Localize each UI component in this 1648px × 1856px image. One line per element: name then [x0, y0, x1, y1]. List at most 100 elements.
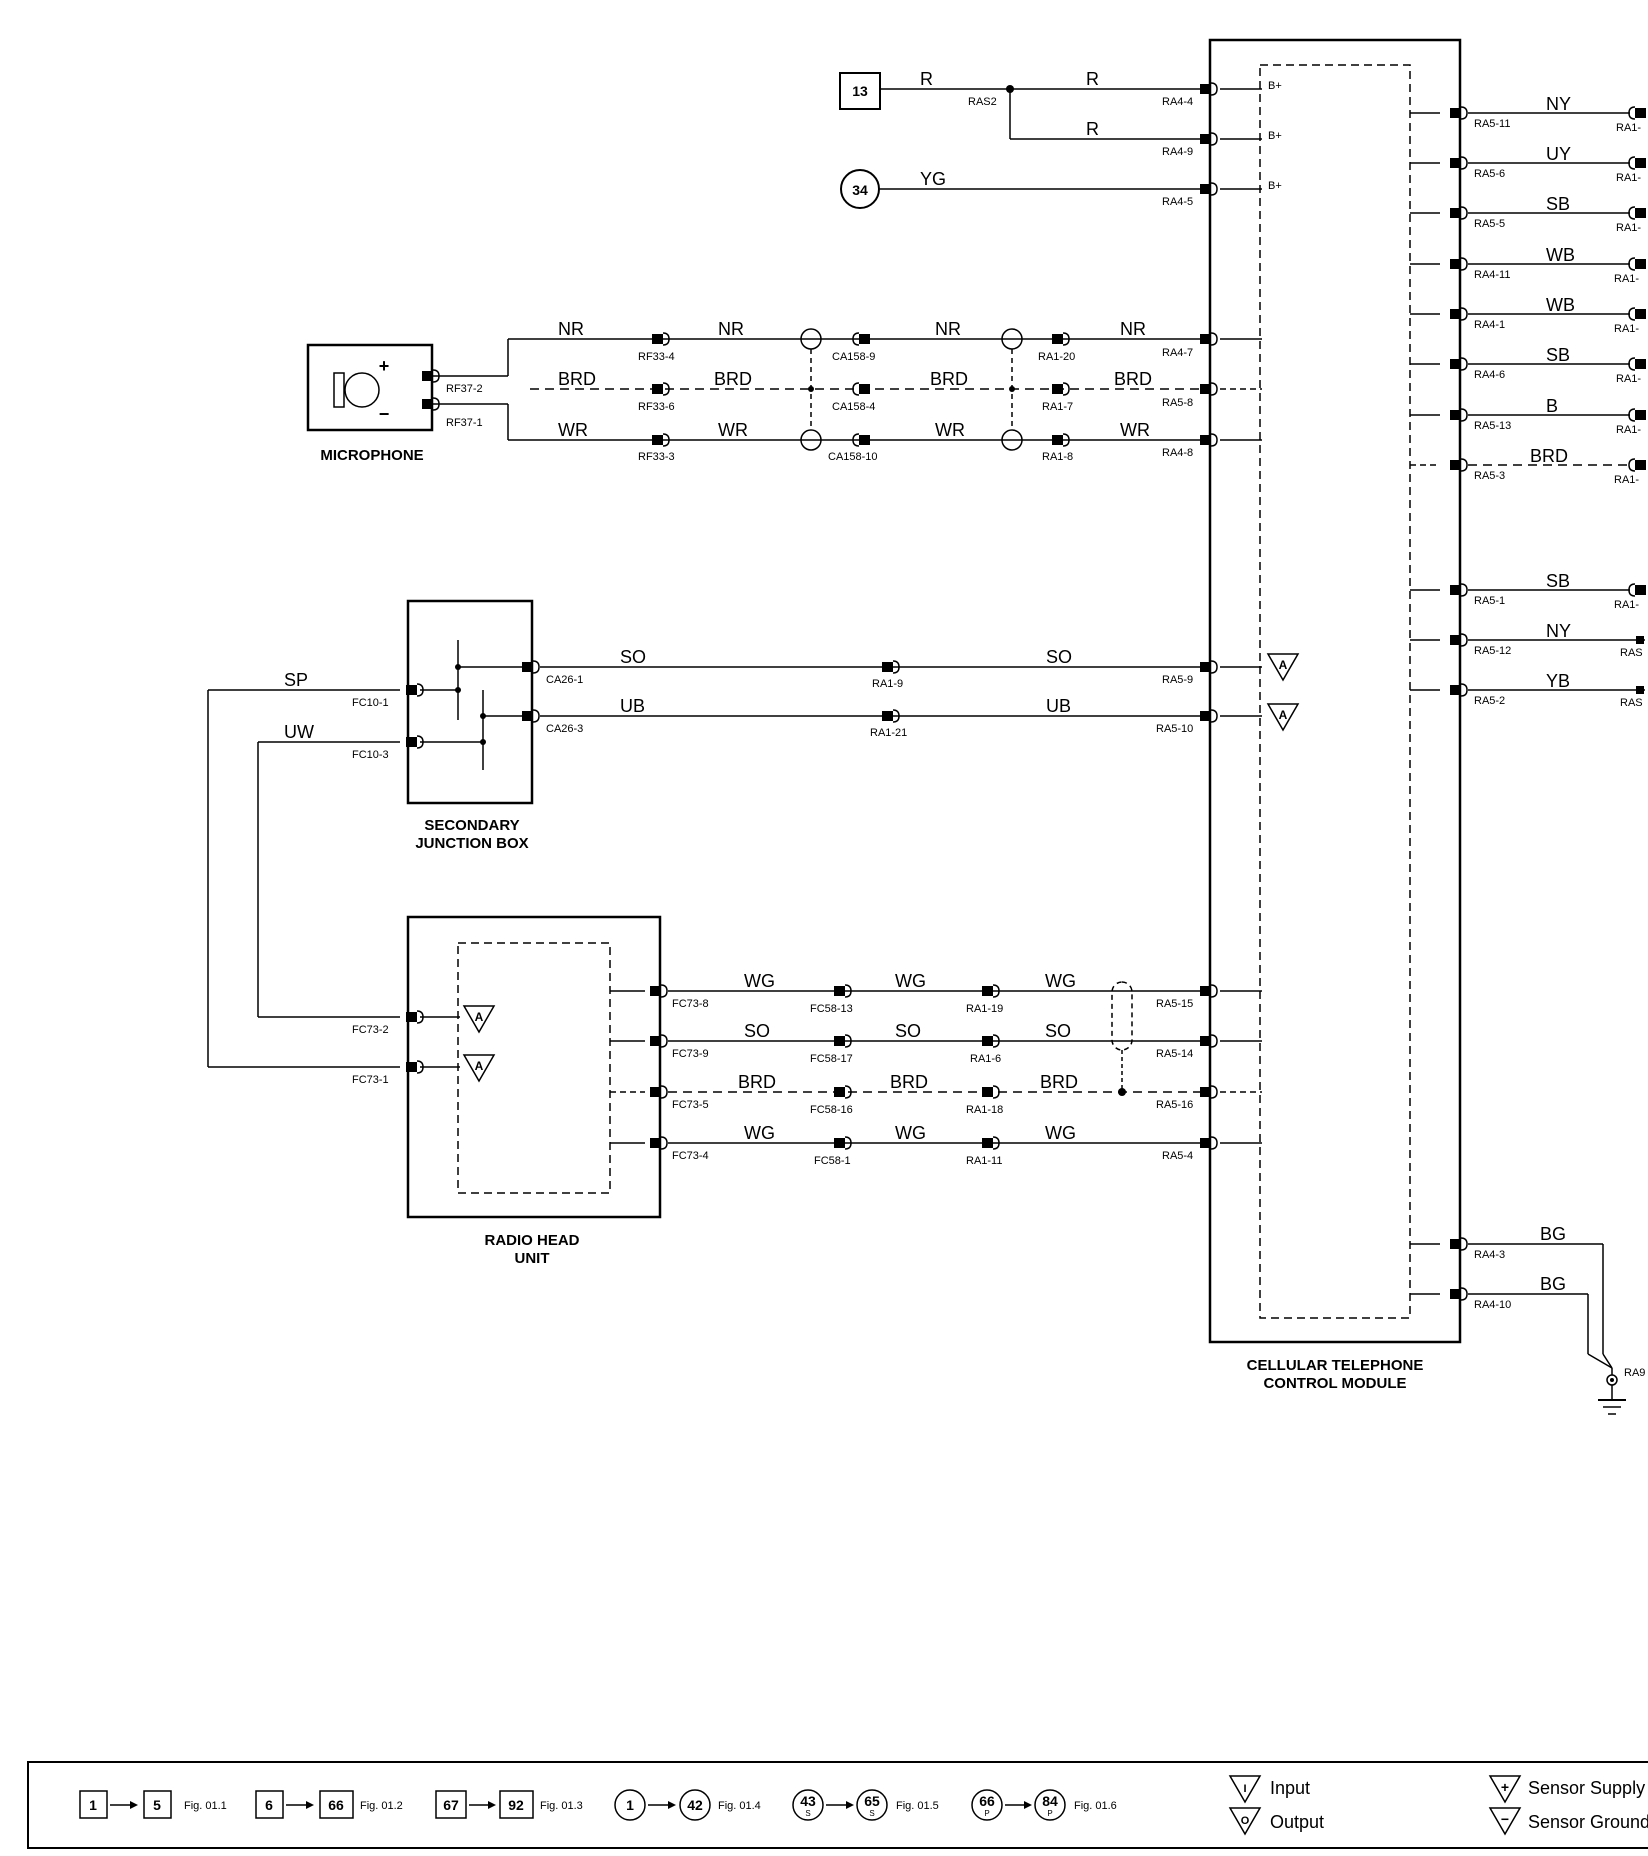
- pin-label: FC73-9: [672, 1048, 709, 1060]
- wire-label: BRD: [930, 369, 968, 389]
- minus-sign: −: [379, 404, 390, 424]
- legend-num: 66: [328, 1797, 344, 1813]
- legend-frame: [27, 1761, 1648, 1849]
- pin-label: CA158-4: [832, 401, 875, 413]
- wire-label: SP: [284, 670, 308, 690]
- wire-label: WG: [1045, 1123, 1076, 1143]
- pin-label: RA5-5: [1474, 218, 1505, 230]
- legend-fig: Fig. 01.6: [1074, 1800, 1117, 1812]
- pin-label: RA1-: [1616, 122, 1641, 134]
- wire-label: SB: [1546, 571, 1570, 591]
- wire-label: WR: [935, 420, 965, 440]
- wire-label: UY: [1546, 144, 1571, 164]
- pin-label: RF33-4: [638, 351, 675, 363]
- input-marker: A: [1279, 708, 1288, 722]
- pin-label: RA4-8: [1162, 447, 1193, 459]
- legend-num: 92: [508, 1797, 524, 1813]
- pin-label: RA5-8: [1162, 397, 1193, 409]
- rhu-label-2: UNIT: [515, 1250, 550, 1267]
- splice-label: RAS2: [968, 96, 997, 108]
- wire-label: WG: [744, 971, 775, 991]
- legend-num: 43: [800, 1793, 816, 1809]
- pin-label: FC10-1: [352, 697, 389, 709]
- pin-label: RA1-20: [1038, 351, 1075, 363]
- pin-label: FC58-17: [810, 1053, 853, 1065]
- wire-label: NR: [935, 319, 961, 339]
- pin-label: RF37-1: [446, 417, 483, 429]
- legend-fig: Fig. 01.2: [360, 1800, 403, 1812]
- sjb-label-2: JUNCTION BOX: [415, 835, 528, 852]
- legend-sub: S: [869, 1809, 874, 1818]
- pin-label: RA1-: [1614, 474, 1639, 486]
- pin-label: RA5-3: [1474, 470, 1505, 482]
- pin-label: RA1-21: [870, 727, 907, 739]
- wire-label: R: [1086, 69, 1099, 89]
- pin-label: RA1-: [1616, 222, 1641, 234]
- pin-label: RA1-: [1616, 424, 1641, 436]
- pin-label: RA1-19: [966, 1003, 1003, 1015]
- plus-sign: +: [379, 356, 390, 376]
- pin-label: RA1-: [1614, 273, 1639, 285]
- ctcm-label-1: CELLULAR TELEPHONE: [1247, 1357, 1424, 1374]
- legend-input-label: Input: [1270, 1778, 1310, 1798]
- legend-fig: Fig. 01.3: [540, 1800, 583, 1812]
- legend-num: 65: [864, 1793, 880, 1809]
- wire-label: WG: [895, 971, 926, 991]
- bplus-label: B+: [1268, 80, 1282, 92]
- wire-label: WG: [1045, 971, 1076, 991]
- wire-label: WG: [744, 1123, 775, 1143]
- pin-label: RA5-6: [1474, 168, 1505, 180]
- pin-label: RAS: [1620, 697, 1643, 709]
- sensor-ground-symbol: −: [1501, 1811, 1509, 1827]
- pin-label: RF37-2: [446, 383, 483, 395]
- pin-label: RA1-8: [1042, 451, 1073, 463]
- wire-label: BRD: [1114, 369, 1152, 389]
- pin-label: FC58-16: [810, 1104, 853, 1116]
- cellular-module-inner: [1259, 64, 1411, 1319]
- wire-label: SO: [744, 1021, 770, 1041]
- wire-label: SO: [620, 647, 646, 667]
- pin-label: CA26-1: [546, 674, 583, 686]
- legend-num: 1: [626, 1797, 634, 1813]
- wire-label: BG: [1540, 1274, 1566, 1294]
- pin-label: RA1-18: [966, 1104, 1003, 1116]
- pin-label: RA4-5: [1162, 196, 1193, 208]
- wire-label: NR: [558, 319, 584, 339]
- legend-fig: Fig. 01.5: [896, 1800, 939, 1812]
- legend-sub: P: [1047, 1809, 1052, 1818]
- wire-label: BRD: [714, 369, 752, 389]
- wire-label: BRD: [1530, 446, 1568, 466]
- pin-label: RA4-4: [1162, 96, 1193, 108]
- pin-label: RA5-4: [1162, 1150, 1193, 1162]
- pin-label: RA5-15: [1156, 998, 1193, 1010]
- microphone-label: MICROPHONE: [320, 447, 423, 464]
- ctcm-label-2: CONTROL MODULE: [1263, 1375, 1406, 1392]
- pin-label: FC73-2: [352, 1024, 389, 1036]
- pin-label: FC73-8: [672, 998, 709, 1010]
- wire-label: UW: [284, 722, 314, 742]
- pin-label: RA1-9: [872, 678, 903, 690]
- wire-label: WB: [1546, 295, 1575, 315]
- wire-label: UB: [620, 696, 645, 716]
- pin-label: RA5-16: [1156, 1099, 1193, 1111]
- wire-label: SO: [895, 1021, 921, 1041]
- pin-label: FC58-13: [810, 1003, 853, 1015]
- pin-label: RA5-11: [1474, 118, 1510, 130]
- pin-label: RA5-2: [1474, 695, 1505, 707]
- wire-label: BRD: [738, 1072, 776, 1092]
- pin-label: RA1-11: [966, 1155, 1002, 1167]
- wire-label: R: [1086, 119, 1099, 139]
- output-symbol: O: [1241, 1815, 1250, 1827]
- pin-label: RA4-10: [1474, 1299, 1511, 1311]
- wire-label: WB: [1546, 245, 1575, 265]
- pin-label: RA5-13: [1474, 420, 1511, 432]
- wire-label: SO: [1046, 647, 1072, 667]
- wire-label: R: [920, 69, 933, 89]
- legend-output-label: Output: [1270, 1812, 1324, 1832]
- pin-label: RA4-11: [1474, 269, 1510, 281]
- legend-sensor-ground: Sensor Ground: [1528, 1812, 1648, 1832]
- wire-label: WR: [718, 420, 748, 440]
- pin-label: RAS: [1620, 647, 1643, 659]
- pin-label: RA5-10: [1156, 723, 1193, 735]
